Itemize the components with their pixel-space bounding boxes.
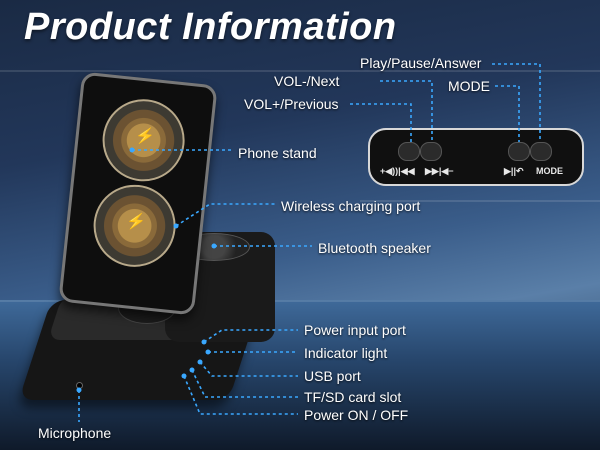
label-microphone: Microphone: [38, 425, 112, 441]
next-vol-minus-icon: ▶▶|◀−: [425, 166, 454, 176]
vol-plus-button[interactable]: [398, 142, 420, 161]
vol-plus-previous-icon: +◀))|◀◀: [380, 166, 415, 176]
wall-line: [0, 70, 600, 72]
wall-line: [0, 300, 600, 302]
label-phone-stand: Phone stand: [238, 145, 317, 161]
label-vol-plus-previous: VOL+/Previous: [244, 96, 339, 112]
page-title: Product Information: [24, 6, 397, 48]
wall-line: [360, 200, 600, 202]
mode-button[interactable]: [530, 142, 552, 161]
label-wireless-charging-port: Wireless charging port: [281, 198, 421, 214]
button-panel: +◀))|◀◀ ▶▶|◀− ▶||↶ MODE: [368, 128, 584, 186]
label-power-input-port: Power input port: [304, 322, 406, 338]
label-power-on-off: Power ON / OFF: [304, 407, 409, 423]
vol-minus-button[interactable]: [420, 142, 442, 161]
mode-text: MODE: [536, 166, 563, 176]
label-mode: MODE: [448, 78, 490, 94]
play-pause-button[interactable]: [508, 142, 530, 161]
label-indicator-light: Indicator light: [304, 345, 388, 361]
label-bluetooth-speaker: Bluetooth speaker: [318, 240, 431, 256]
label-vol-minus-next: VOL-/Next: [274, 73, 340, 89]
label-tf-sd-card-slot: TF/SD card slot: [304, 389, 402, 405]
label-usb-port: USB port: [304, 368, 361, 384]
play-answer-icon: ▶||↶: [504, 166, 524, 176]
label-play-pause-answer: Play/Pause/Answer: [360, 55, 482, 71]
